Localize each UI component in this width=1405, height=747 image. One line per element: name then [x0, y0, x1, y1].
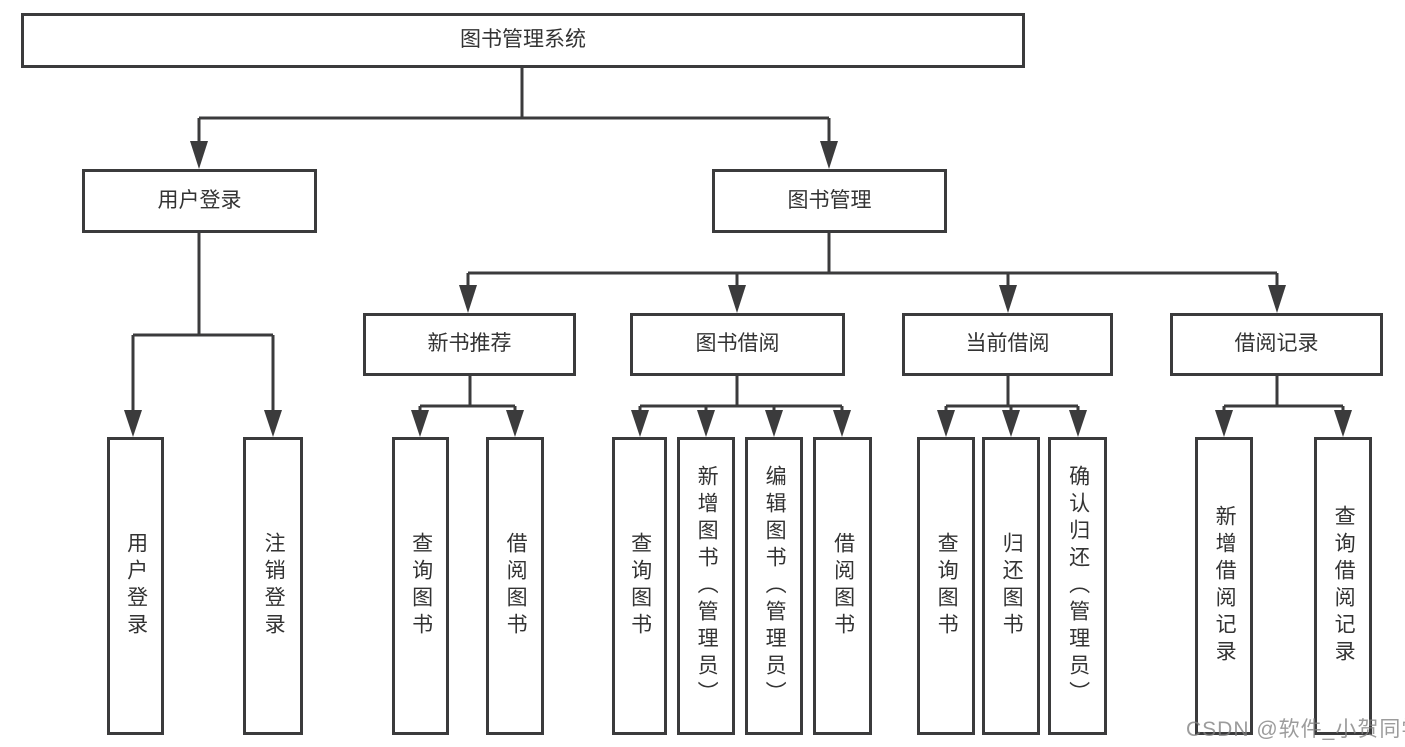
- node-new-book-recommend: 新书推荐: [363, 313, 576, 376]
- leaf-borrow-books-recommend: 借阅图书: [486, 437, 544, 735]
- leaf-add-borrow-record: 新增借阅记录: [1195, 437, 1253, 735]
- leaf-query-borrow-record: 查询借阅记录: [1314, 437, 1372, 735]
- leaf-query-books-borrow: 查询图书: [612, 437, 667, 735]
- node-book-borrow: 图书借阅: [630, 313, 845, 376]
- node-borrow-record: 借阅记录: [1170, 313, 1383, 376]
- node-root-library-system: 图书管理系统: [21, 13, 1025, 68]
- leaf-query-books-recommend: 查询图书: [392, 437, 449, 735]
- leaf-user-login: 用户登录: [107, 437, 164, 735]
- node-user-login: 用户登录: [82, 169, 317, 233]
- leaf-add-books-admin: 新增图书（管理员）: [677, 437, 735, 735]
- leaf-borrow-books: 借阅图书: [813, 437, 872, 735]
- arrowheads: [124, 141, 1352, 437]
- csdn-watermark: CSDN @软件_小贺同学: [1186, 718, 1405, 741]
- leaf-query-books-current: 查询图书: [917, 437, 975, 735]
- node-book-management: 图书管理: [712, 169, 947, 233]
- node-current-borrow: 当前借阅: [902, 313, 1113, 376]
- leaf-confirm-return-admin: 确认归还（管理员）: [1048, 437, 1107, 735]
- leaf-edit-books-admin: 编辑图书（管理员）: [745, 437, 803, 735]
- leaf-return-books: 归还图书: [982, 437, 1040, 735]
- leaf-logout: 注销登录: [243, 437, 303, 735]
